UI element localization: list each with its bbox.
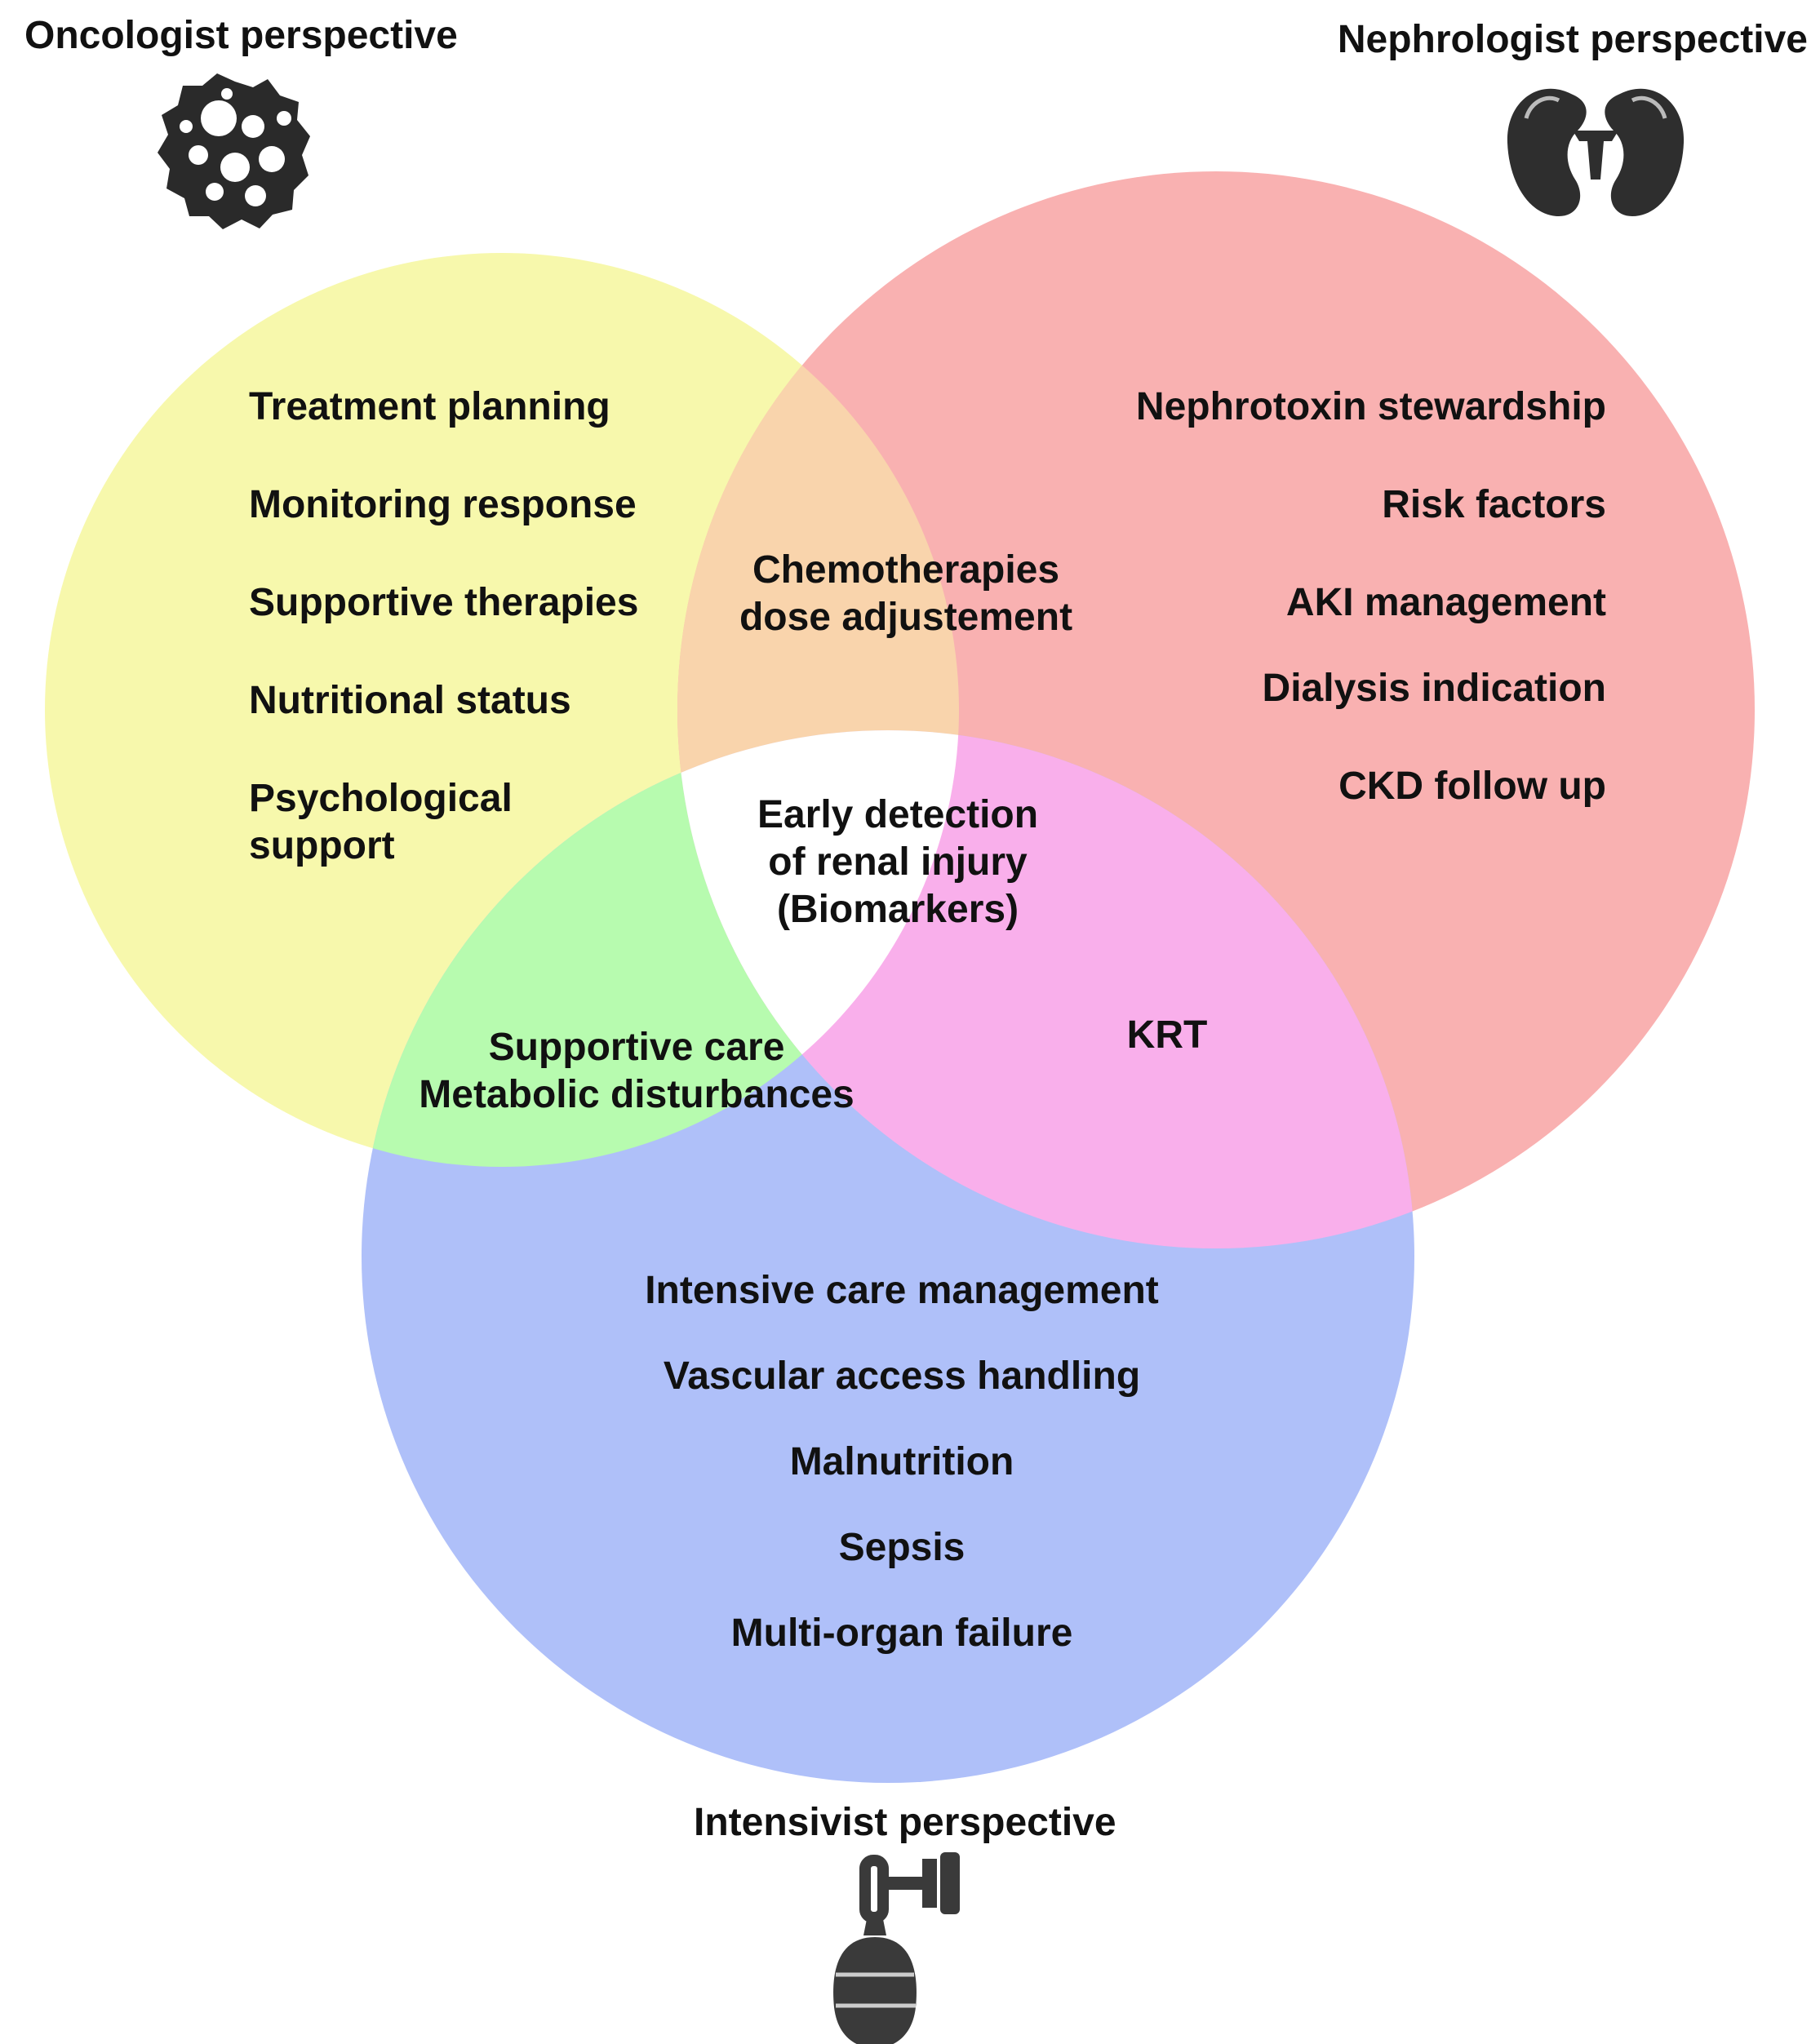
nephrologist-item: Nephrotoxin stewardship	[1135, 385, 1606, 428]
nephrologist-item: Dialysis indication	[1262, 667, 1606, 710]
onc-int-overlap-label: Supportive care Metabolic disturbances	[392, 1024, 881, 1119]
ventilator-icon	[833, 1852, 960, 2044]
neph-int-overlap	[677, 730, 1414, 1248]
overlap-line: of renal injury	[768, 840, 1028, 884]
oncologist-item: Monitoring response	[249, 483, 637, 526]
nephrologist-item: AKI management	[1285, 581, 1606, 624]
intensivist-item: Multi-organ failure	[730, 1612, 1073, 1655]
triple-overlap-label: Early detection of renal injury (Biomark…	[726, 791, 1069, 933]
oncologist-item: Supportive therapies	[249, 581, 639, 624]
nephrologist-item: CKD follow up	[1338, 765, 1606, 808]
onc-int-overlap	[362, 730, 959, 1167]
overlap-line: Chemotherapies	[752, 548, 1060, 592]
onc-neph-overlap-label: Chemotherapies dose adjustement	[718, 547, 1094, 641]
intensivist-perspective-title: Intensivist perspective	[694, 1801, 1116, 1844]
nephrologist-items: Nephrotoxin stewardship Risk factors AKI…	[1136, 384, 1606, 861]
oncologist-perspective-title: Oncologist perspective	[24, 14, 458, 57]
oncologist-items: Treatment planning Monitoring response S…	[249, 384, 638, 873]
intensivist-item: Sepsis	[838, 1526, 965, 1569]
nephrologist-perspective-title: Nephrologist perspective	[1337, 18, 1808, 61]
intensivist-item: Intensive care management	[645, 1269, 1159, 1312]
overlap-line: Supportive care	[488, 1026, 785, 1069]
overlap-line: Metabolic disturbances	[419, 1073, 855, 1116]
neph-int-overlap-label: KRT	[1126, 1013, 1208, 1057]
intensivist-items: Intensive care management Vascular acces…	[494, 1267, 1310, 1696]
nephrologist-item: Risk factors	[1382, 483, 1606, 526]
overlap-line: (Biomarkers)	[776, 888, 1019, 931]
oncologist-item: Psychological support	[249, 777, 513, 867]
cancer-cell-icon	[158, 73, 310, 229]
oncologist-item: Treatment planning	[249, 385, 610, 428]
overlap-line: Early detection	[757, 793, 1039, 836]
kidney-icon	[1507, 88, 1685, 216]
overlap-line: dose adjustement	[739, 596, 1073, 639]
intensivist-item: Malnutrition	[789, 1440, 1014, 1483]
oncologist-item: Nutritional status	[249, 679, 571, 722]
intensivist-item: Vascular access handling	[663, 1355, 1141, 1398]
